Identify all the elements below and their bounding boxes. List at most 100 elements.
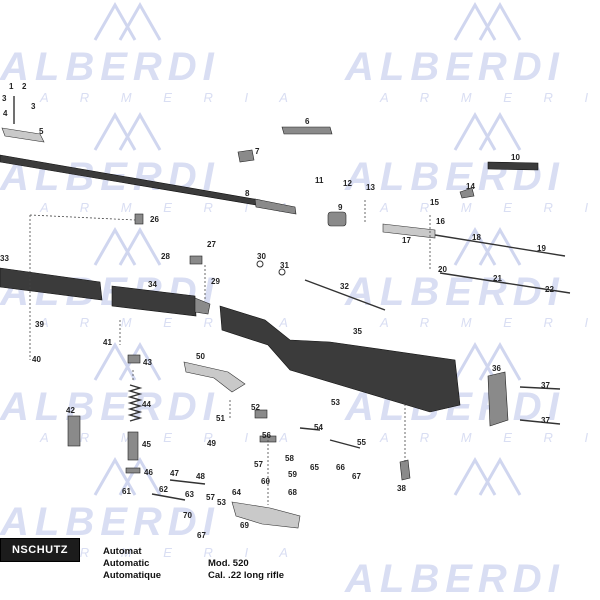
callout-16: 16: [436, 217, 445, 226]
callout-8: 8: [245, 189, 250, 198]
watermark-brand-7: ALBERDI: [0, 385, 220, 429]
callout-50: 50: [196, 352, 205, 361]
part-35-stock: [219, 305, 461, 413]
callout-11: 11: [315, 176, 324, 185]
callout-5: 5: [39, 127, 44, 136]
leader-lines: [29, 200, 431, 505]
part-34-receiver: [111, 285, 197, 317]
callout-38: 38: [397, 484, 406, 493]
watermark-brand-6: ALBERDI: [344, 270, 565, 314]
part-17: [382, 223, 436, 239]
callout-54: 54: [314, 423, 323, 432]
callout-26: 26: [150, 215, 159, 224]
part-36-buttplate: [487, 371, 509, 427]
callout-42: 42: [66, 406, 75, 415]
callout-3b: 3: [31, 102, 36, 111]
callout-64: 64: [232, 488, 241, 497]
callout-60: 60: [261, 477, 270, 486]
callout-22: 22: [545, 285, 554, 294]
brand-logo-text: NSCHUTZ: [11, 544, 69, 556]
watermark-sub-4: A R M E R I A: [379, 200, 600, 215]
callout-43: 43: [143, 358, 152, 367]
callout-39: 39: [35, 320, 44, 329]
callout-59: 59: [288, 470, 297, 479]
callout-69: 69: [240, 521, 249, 530]
callout-15: 15: [430, 198, 439, 207]
callout-30: 30: [257, 252, 266, 261]
callout-13: 13: [366, 183, 375, 192]
watermark-sub-7: A R M E R I A: [39, 430, 302, 445]
watermark-logo-icon: [93, 1, 522, 496]
callout-9: 9: [338, 203, 343, 212]
callout-21: 21: [493, 274, 502, 283]
part-6: [281, 126, 333, 135]
callout-40: 40: [32, 355, 41, 364]
callout-29: 29: [211, 277, 220, 286]
callout-14: 14: [466, 182, 475, 191]
callout-20: 20: [438, 265, 447, 274]
watermark-sub-8: A R M E R I A: [379, 430, 600, 445]
part-7: [237, 149, 255, 163]
callout-52: 52: [251, 403, 260, 412]
callout-53b: 53: [217, 498, 226, 507]
callout-31: 31: [280, 261, 289, 270]
callout-61: 61: [122, 487, 131, 496]
watermark-brand-4: ALBERDI: [344, 155, 565, 199]
callout-55: 55: [357, 438, 366, 447]
brand-logo: NSCHUTZ: [0, 538, 80, 562]
callout-6: 6: [305, 117, 310, 126]
parts-layer: [0, 96, 571, 529]
part-45: [127, 431, 139, 461]
callout-32: 32: [340, 282, 349, 291]
callout-12: 12: [343, 179, 352, 188]
callout-34: 34: [148, 280, 157, 289]
callout-65: 65: [310, 463, 319, 472]
caption-right: Cal. .22 long rifle: [208, 570, 285, 581]
callout-47: 47: [170, 469, 179, 478]
part-69-triggerguard: [231, 501, 301, 529]
callout-36: 36: [492, 364, 501, 373]
callout-1: 1: [9, 82, 14, 91]
callout-18: 18: [472, 233, 481, 242]
callout-58: 58: [285, 454, 294, 463]
callout-7: 7: [255, 147, 260, 156]
callout-57a: 57: [254, 460, 263, 469]
callout-56: 56: [262, 431, 271, 440]
callout-33: 33: [0, 254, 9, 263]
callout-70: 70: [183, 511, 192, 520]
watermark-sub-2: A R M E R I A: [379, 90, 600, 105]
watermark-sub-6: A R M E R I A: [379, 315, 600, 330]
part-5: [1, 127, 45, 143]
callout-48: 48: [196, 472, 205, 481]
callout-63: 63: [185, 490, 194, 499]
callout-67a: 67: [352, 472, 361, 481]
callout-46: 46: [144, 468, 153, 477]
callout-4: 4: [3, 109, 8, 118]
callout-37a: 37: [541, 381, 550, 390]
callout-27: 27: [207, 240, 216, 249]
callout-37b: 37: [541, 416, 550, 425]
watermark-sub-9: A R M E R I A: [39, 545, 302, 560]
callout-2: 2: [22, 82, 27, 91]
watermark-brand-9: ALBERDI: [0, 500, 220, 544]
part-33-forend: [0, 267, 103, 301]
part-50: [183, 361, 246, 393]
part-44-spring: [127, 384, 143, 422]
callout-51: 51: [216, 414, 225, 423]
callout-17: 17: [402, 236, 411, 245]
caption-left: Automatic: [103, 558, 150, 569]
callout-19: 19: [537, 244, 546, 253]
callout-45: 45: [142, 440, 151, 449]
callout-44: 44: [142, 400, 151, 409]
watermark-brand-1: ALBERDI: [0, 45, 220, 89]
caption-row: Automatic Mod. 520: [103, 558, 284, 570]
callout-28: 28: [161, 252, 170, 261]
callout-41: 41: [103, 338, 112, 347]
callout-67b: 67: [197, 531, 206, 540]
callout-labels: 1 2 3 3 4 5 6 7 8 9 10 11 12 13 14 15 16…: [0, 82, 554, 540]
callout-10: 10: [511, 153, 520, 162]
caption-row: Automatique Cal. .22 long rifle: [103, 570, 284, 582]
callout-57b: 57: [206, 493, 215, 502]
